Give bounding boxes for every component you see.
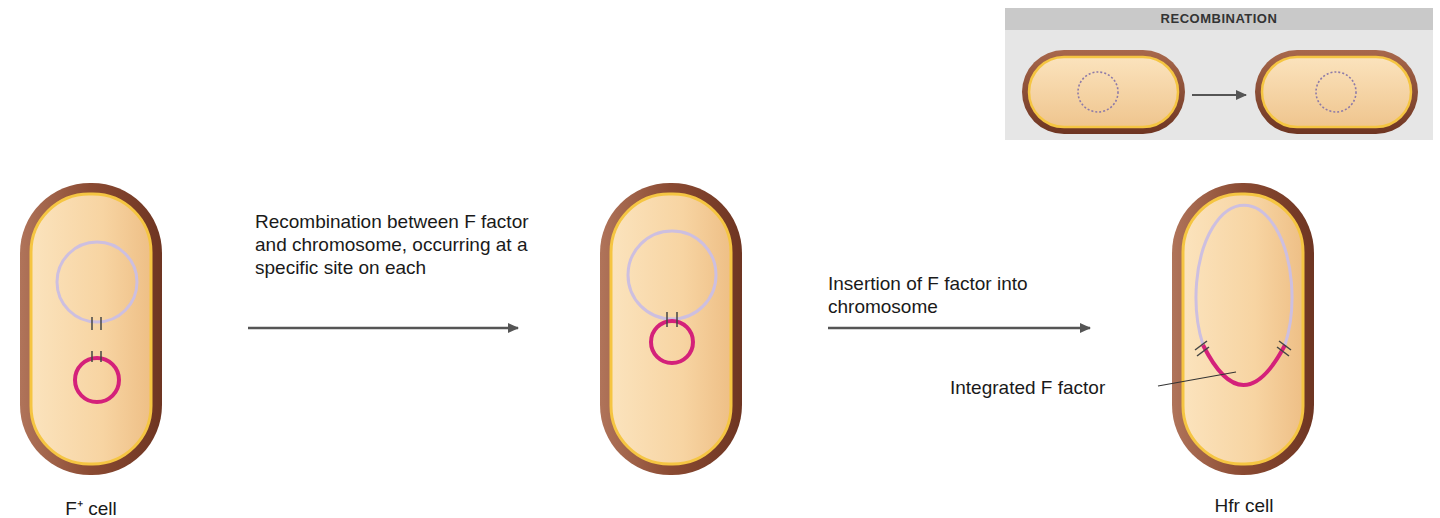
inset-panel-title: RECOMBINATION bbox=[1005, 11, 1433, 26]
inset-panel: RECOMBINATION bbox=[1005, 8, 1433, 140]
leader-line bbox=[1158, 372, 1236, 386]
process-arrow bbox=[828, 327, 1090, 330]
cell-shape: F⁺ cell bbox=[10, 183, 172, 518]
step-description: Insertion of F factor into chromosome bbox=[828, 272, 1090, 318]
f-plus-cell bbox=[20, 183, 162, 475]
step-description: Recombination between F factor and chrom… bbox=[255, 210, 555, 279]
hfr-cell bbox=[1172, 183, 1314, 475]
process-arrow bbox=[248, 327, 518, 330]
callout-label: Integrated F factor bbox=[950, 376, 1155, 399]
cell-label: Hfr cell bbox=[1163, 495, 1325, 517]
pairing-cell bbox=[600, 183, 742, 475]
cell-shape: Hfr cell bbox=[1163, 183, 1325, 518]
cell-label: F⁺ cell bbox=[10, 495, 172, 518]
inset-panel bbox=[1005, 8, 1433, 140]
